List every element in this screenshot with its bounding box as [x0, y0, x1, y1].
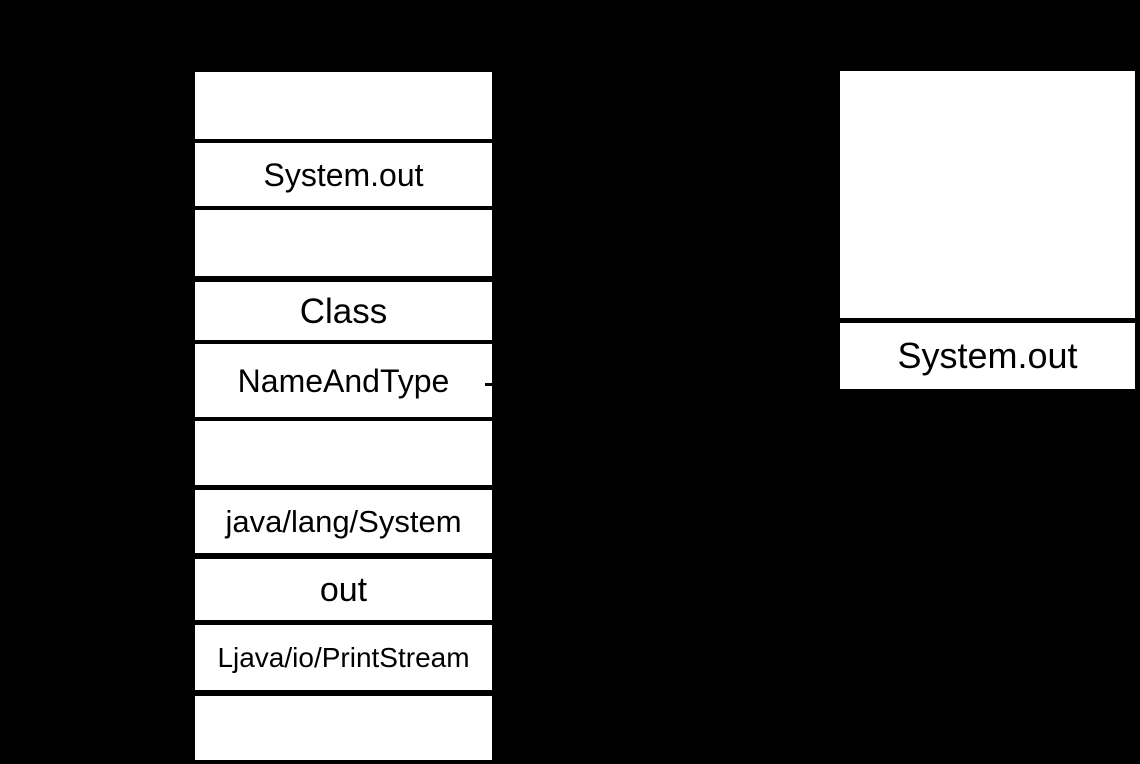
arrow-stub-icon	[485, 383, 492, 386]
pool-entry-empty-3	[195, 421, 492, 485]
pool-entry-empty-2	[195, 210, 492, 276]
pool-entry-fieldref-system-out: System.out	[195, 143, 492, 206]
pool-entry-empty-1	[195, 72, 492, 139]
pool-entry-class: Class	[195, 282, 492, 340]
pool-entry-printstream-descriptor: Ljava/io/PrintStream	[195, 625, 492, 690]
pool-entry-java-lang-system: java/lang/System	[195, 490, 492, 553]
pool-entry-empty-4	[195, 696, 492, 760]
resolved-object-box	[840, 71, 1135, 318]
resolved-object-caption: System.out	[840, 323, 1135, 389]
pool-entry-out: out	[195, 559, 492, 620]
pool-entry-name-and-type: NameAndType	[195, 344, 492, 417]
